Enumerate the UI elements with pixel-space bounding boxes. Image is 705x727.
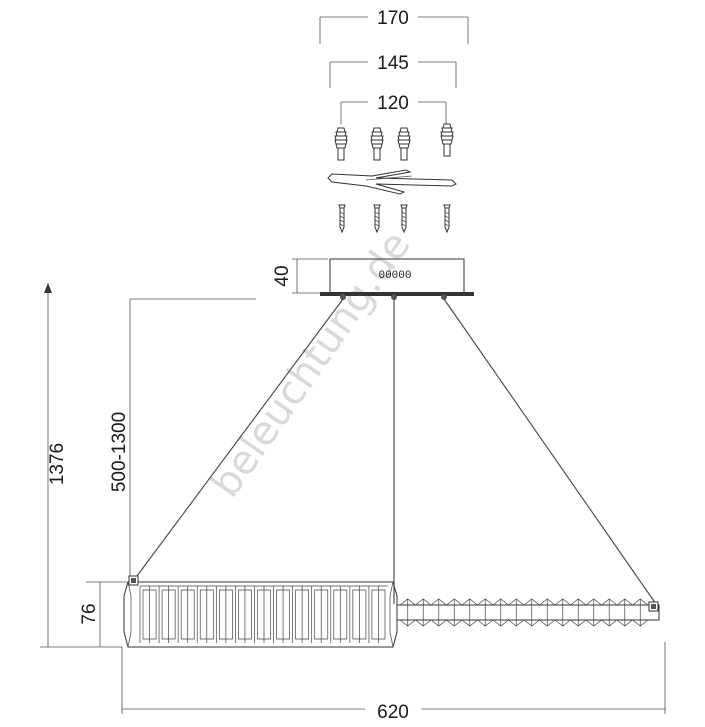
- wall-plug: [440, 123, 454, 157]
- dimension-76-label: 76: [79, 603, 100, 624]
- cables: [133, 298, 657, 605]
- crystal-prism: [196, 585, 217, 643]
- screws: [338, 204, 451, 234]
- crystal-body: [123, 575, 398, 648]
- watermark: beleuchtung.de: [203, 223, 420, 506]
- dimension-40-label: 40: [272, 265, 293, 286]
- bar-facet: [616, 598, 633, 627]
- bar-facet: [523, 598, 540, 627]
- wall-plug: [370, 127, 384, 161]
- dimension-76: 76: [79, 581, 130, 647]
- canopy: 00000: [320, 258, 474, 300]
- bar-facet: [570, 598, 587, 627]
- dimension-120-label: 120: [377, 93, 409, 114]
- screw: [443, 204, 451, 234]
- faceted-bar: [396, 598, 660, 627]
- screw: [373, 204, 381, 234]
- wall-plug: [334, 127, 348, 161]
- crystal-prism: [368, 585, 388, 643]
- bar-facet: [508, 598, 525, 627]
- crystal-prisms: [139, 585, 388, 643]
- wall-plug: [397, 127, 411, 161]
- dimension-170-label: 170: [377, 8, 409, 29]
- bar-facet: [399, 598, 416, 627]
- mounting-bracket: [327, 169, 457, 195]
- dimension-500-1300: 500-1300: [109, 298, 256, 582]
- screw: [338, 204, 346, 234]
- bar-facets: [399, 598, 649, 627]
- dimension-145: 145: [329, 51, 457, 88]
- bar-facet: [461, 598, 478, 627]
- bar-facet: [430, 598, 447, 627]
- bar-facet: [415, 598, 432, 627]
- bar-facet: [446, 598, 463, 627]
- crystal-prism: [292, 585, 312, 643]
- dimension-170: 170: [319, 6, 469, 44]
- bar-facet: [477, 598, 494, 627]
- dimension-145-label: 145: [377, 53, 409, 74]
- crystal-prism: [273, 585, 293, 643]
- dimension-500-1300-label: 500-1300: [109, 412, 130, 492]
- screw: [400, 204, 408, 234]
- bar-facet: [539, 598, 556, 627]
- crystal-prism: [254, 585, 274, 643]
- dimension-620-label: 620: [377, 702, 409, 723]
- dimension-40: 40: [272, 258, 328, 294]
- bar-facet: [585, 598, 602, 627]
- dimension-1376: 1376: [40, 283, 122, 648]
- crystal-prism: [235, 585, 255, 643]
- crystal-prism: [215, 585, 236, 643]
- crystal-prism: [349, 585, 369, 643]
- bar-facet: [632, 598, 649, 627]
- bar-facet: [554, 598, 571, 627]
- crystal-prism: [311, 585, 331, 643]
- dimension-620: 620: [121, 642, 666, 723]
- crystal-prism: [158, 585, 179, 643]
- bar-facet: [601, 598, 618, 627]
- dimension-1376-label: 1376: [47, 443, 68, 485]
- wall-plugs: [334, 123, 454, 161]
- bar-facet: [492, 598, 509, 627]
- crystal-prism: [330, 585, 350, 643]
- dimension-120: 120: [340, 91, 447, 124]
- crystal-prism: [177, 585, 198, 643]
- canopy-label: 00000: [378, 270, 411, 282]
- crystal-prism: [139, 585, 160, 643]
